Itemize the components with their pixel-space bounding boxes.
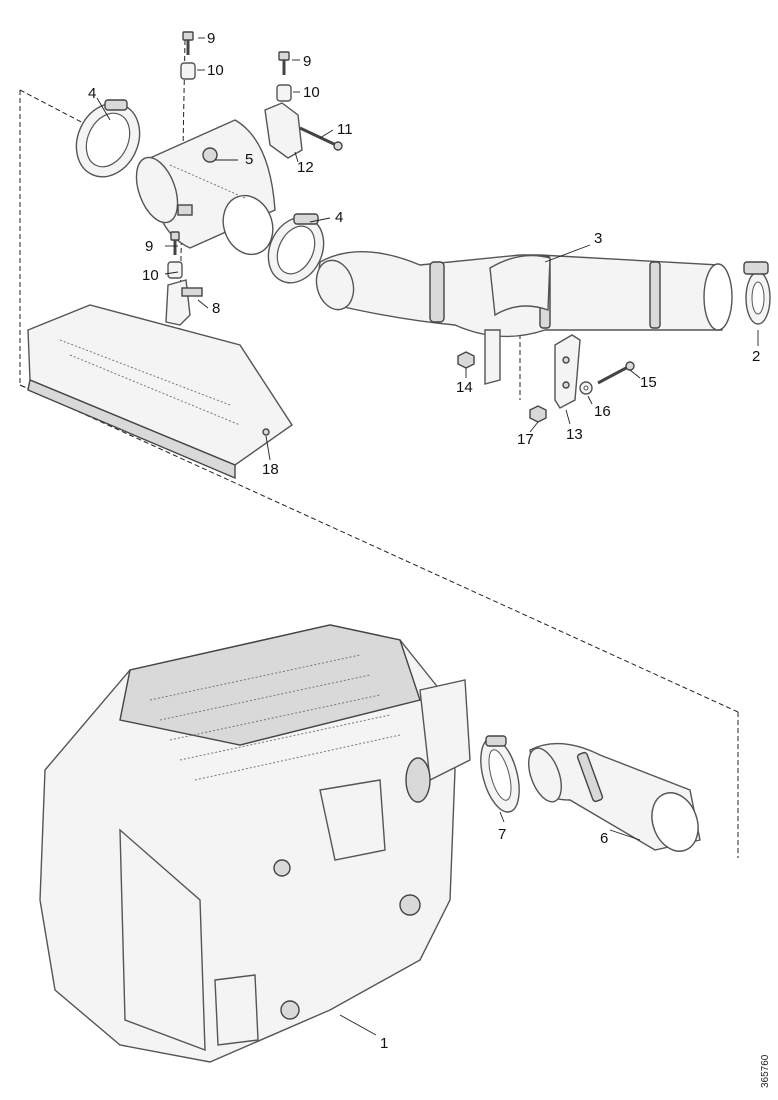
bolt-11	[299, 126, 343, 151]
bolt-15	[597, 361, 635, 385]
callout-14: 14	[456, 379, 473, 396]
silencer-muffler	[39, 624, 471, 1063]
elbow-pipe	[528, 742, 701, 852]
callout-10-lower: 10	[142, 267, 159, 284]
callout-4-middle: 4	[335, 209, 343, 226]
nut-14	[457, 351, 475, 369]
heat-shield-plate	[27, 304, 293, 480]
washer-16	[579, 381, 593, 395]
screw-9-top-right	[278, 51, 290, 75]
callout-10-top-left: 10	[207, 62, 224, 79]
callout-8: 8	[212, 300, 220, 317]
flexible-pipe	[135, 119, 276, 256]
callout-3: 3	[594, 230, 602, 247]
screw-9-top-left	[182, 31, 194, 55]
callout-7: 7	[498, 826, 506, 843]
nut-17	[529, 405, 547, 423]
callout-5: 5	[245, 151, 253, 168]
callout-12: 12	[297, 159, 314, 176]
callout-16: 16	[594, 403, 611, 420]
bracket-12	[264, 102, 303, 159]
callout-17: 17	[517, 431, 534, 448]
pipe-clamp-right	[743, 261, 771, 325]
callout-9-top-left: 9	[207, 30, 215, 47]
exhaust-pipe	[315, 251, 733, 385]
callout-18: 18	[262, 461, 279, 478]
hose-clamp-left	[75, 99, 141, 178]
screw-9-lower	[170, 231, 180, 255]
callout-4-left: 4	[88, 85, 96, 102]
leader-lines	[96, 37, 759, 1036]
callout-10-top-right: 10	[303, 84, 320, 101]
callout-11: 11	[337, 121, 353, 138]
clamp-7	[480, 735, 520, 813]
callout-1: 1	[380, 1035, 388, 1052]
spacer-10-top-right	[276, 84, 292, 102]
callout-9-top-right: 9	[303, 53, 311, 70]
callout-13: 13	[566, 426, 583, 443]
callout-15: 15	[640, 374, 657, 391]
spacer-10-lower	[167, 261, 183, 279]
callout-labels: 1 2 3 4 4 5 6 7 8 9 9 9 10 10 10 11 12 1…	[88, 30, 760, 1052]
reference-number: 365760	[760, 1054, 771, 1088]
callout-2: 2	[752, 348, 760, 365]
hose-clamp-middle	[267, 213, 325, 284]
callout-9-lower: 9	[145, 238, 153, 255]
pipe-bracket	[554, 334, 581, 409]
bracket-8	[165, 279, 203, 326]
spacer-10-top-left	[180, 62, 196, 80]
callout-6: 6	[600, 830, 608, 847]
